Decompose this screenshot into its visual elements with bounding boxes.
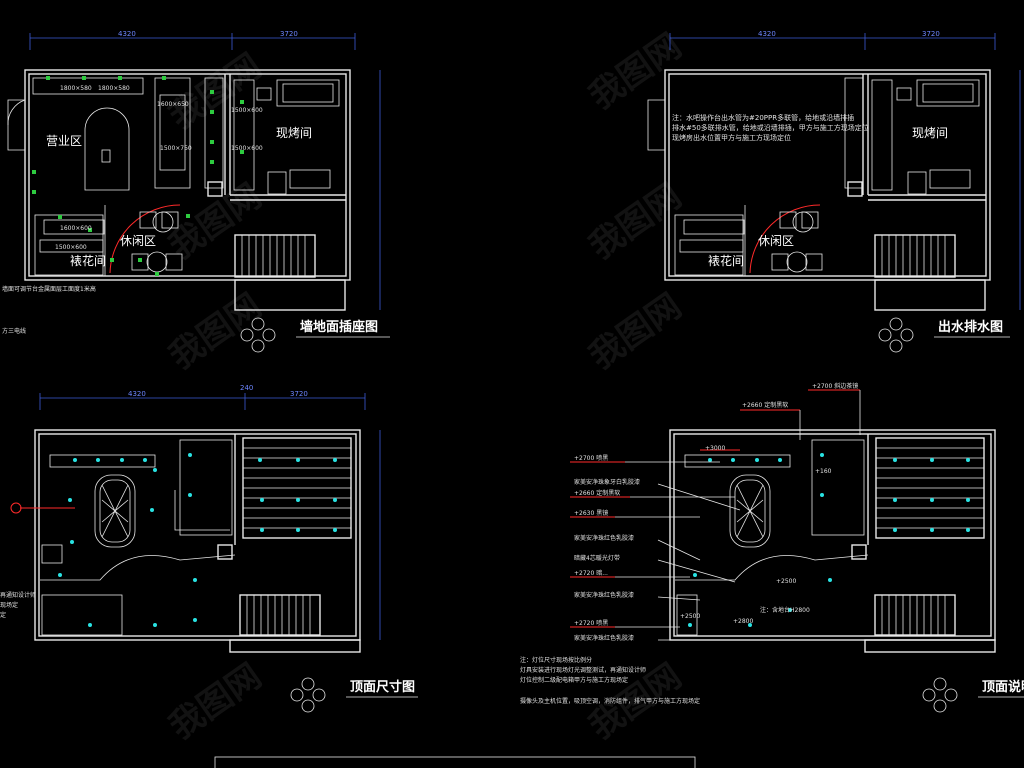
tag-red-paint-3: 家美安净珠红色乳胶漆	[574, 634, 634, 642]
dim-width-2: 3720	[280, 30, 298, 38]
item-2: 1800×580	[98, 85, 130, 92]
tag-2720-black: +2720 喷黑	[574, 619, 608, 627]
tag-light-strip: 暗藏4芯暖光灯带	[574, 554, 620, 562]
tag-160: +160	[815, 468, 832, 475]
tag-2720-hidden: +2720 暗...	[574, 569, 608, 577]
dim-width-4: 3720	[922, 30, 940, 38]
drain-note-2: 排水#50多联排水管，给地或沿墙排插，甲方与施工方现场定位	[672, 123, 869, 132]
dim-width-3: 4320	[758, 30, 776, 38]
item-5: 1500×600	[231, 107, 263, 114]
dim-width-5: 4320	[128, 390, 146, 398]
p4-note-4: 摄像头及主机位置，吸顶空调，消防组件，排气甲方与施工方现场定	[520, 697, 700, 705]
p2-room-flower: 裱花间	[708, 253, 744, 268]
p3-note-3: 定	[0, 611, 6, 619]
watermark-2: 我图网	[582, 26, 688, 117]
p4-note-2: 灯具安装进行现场灯光调整测试，再通知设计师	[520, 666, 646, 674]
dim-240: 240	[240, 384, 253, 392]
dim-width-1: 4320	[118, 30, 136, 38]
watermark-1: 我图网	[162, 46, 268, 137]
plan-ceiling-dimensions: 4320 3720 240	[0, 384, 418, 713]
room-bake: 现烤间	[276, 125, 312, 140]
item-7: 1600×600	[60, 225, 92, 232]
tag-2700-black: +2700 喷黑	[574, 454, 608, 462]
symbol-compass-2	[878, 317, 914, 353]
p4-note-1: 注：灯位尺寸现场按比例分	[520, 656, 592, 664]
tag-2700-mirror: +2700 斜边茶镜	[812, 382, 858, 390]
plan-1-title: 墙地面插座图	[300, 319, 378, 335]
p2-room-rest: 休闲区	[758, 234, 794, 248]
plan-water-drainage: 4320 3720	[647, 30, 1021, 353]
item-3: 1600×650	[157, 101, 189, 108]
plan-wall-floor-sockets: 4320 3720	[2, 30, 390, 353]
watermark-5: 我图网	[162, 656, 268, 747]
tag-red-paint-2: 家美安净珠红色乳胶漆	[574, 591, 634, 599]
room-flower: 裱花间	[70, 253, 106, 268]
p3-note-1: 再通知设计师	[0, 591, 36, 599]
note-2: 方三电线	[2, 327, 26, 335]
tag-floor-note: 注：含地台H2800	[760, 606, 810, 614]
item-1: 1800×580	[60, 85, 92, 92]
drain-note-3: 现烤房出水位置甲方与施工方现场定位	[672, 133, 791, 142]
tag-2800: +2800	[733, 618, 753, 625]
tag-2660: +2660 定制黑软	[742, 401, 788, 409]
item-4: 1500×750	[160, 145, 192, 152]
p3-note-2: 现场定	[0, 601, 18, 609]
item-6: 1500×600	[231, 145, 263, 152]
watermark-4: 我图网	[582, 286, 688, 377]
p2-room-bake: 现烤间	[912, 125, 948, 140]
tag-ivory-paint: 家美安净珠象牙白乳胶漆	[574, 478, 640, 486]
tag-2630: +2630 黑镜	[574, 509, 608, 517]
watermark-3: 我图网	[162, 286, 268, 377]
dim-width-6: 3720	[290, 390, 308, 398]
plan-4-title: 顶面说明	[982, 679, 1024, 695]
drain-note-1: 注：水吧操作台出水管为#20PPR多联管，给地或沿墙排插	[672, 113, 854, 122]
plan-3-title: 顶面尺寸图	[350, 679, 415, 695]
watermark-7: 我图网	[582, 176, 688, 267]
room-business: 营业区	[46, 134, 82, 148]
tag-2660-b: +2660 定制黑软	[574, 489, 620, 497]
note-1: 墙面可调节台金属面层工面度1米高	[2, 285, 96, 293]
title-block-frame	[214, 756, 696, 768]
tag-red-paint-1: 家美安净珠红色乳胶漆	[574, 534, 634, 542]
symbol-compass-4	[922, 677, 958, 713]
tag-3000: +3000	[705, 445, 725, 452]
item-8: 1500×600	[55, 244, 87, 251]
tag-2500-b: +2500	[680, 613, 700, 620]
tag-2500: +2500	[776, 578, 796, 585]
plan-2-title: 出水排水图	[938, 319, 1003, 335]
plan-ceiling-notes: +2700 斜边茶镜 +2660 定制黑软 +3000 +2700 喷黑 家美安…	[520, 382, 1024, 713]
p4-note-3: 灯位控制二级配电箱甲方与施工方现场定	[520, 676, 628, 684]
symbol-compass-1	[240, 317, 276, 353]
room-rest: 休闲区	[120, 234, 156, 248]
symbol-compass-3	[290, 677, 326, 713]
